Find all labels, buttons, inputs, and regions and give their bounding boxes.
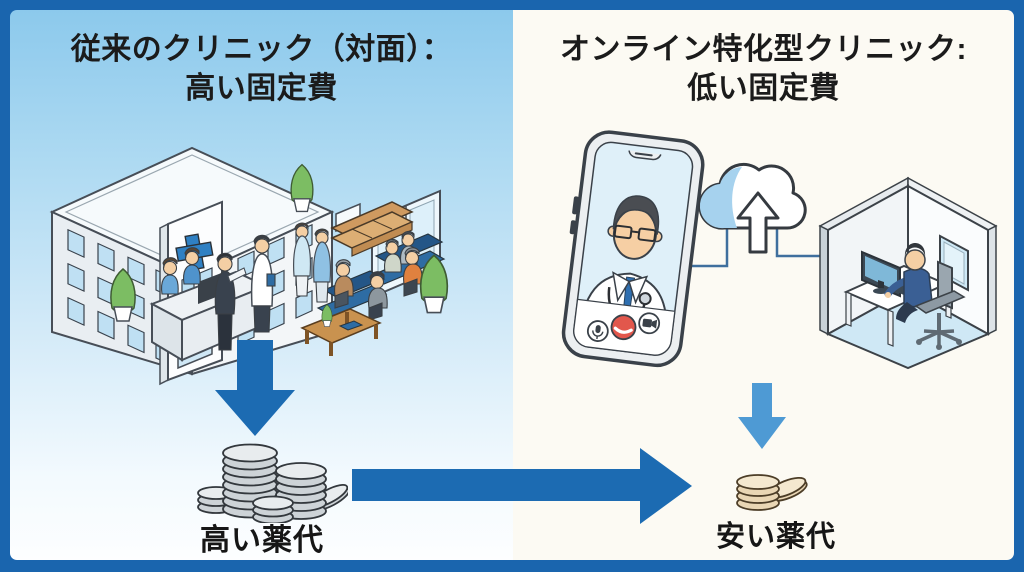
doctor-standing xyxy=(250,234,276,333)
patient-standing-suit xyxy=(214,252,247,351)
receptionist-2 xyxy=(183,247,201,285)
computer-monitor-icon xyxy=(861,250,924,298)
patient-man-orange xyxy=(403,247,423,297)
clinic-people xyxy=(161,222,332,351)
cloud-upload-icon xyxy=(698,162,807,254)
left-result-label: 高い薬代 xyxy=(200,524,324,557)
infographic-inner: 従来のクリニック（対面）： 高い固定費 オンライン特化型クリニック: 低い固定費 xyxy=(10,10,1014,560)
left-down-arrow-icon xyxy=(215,340,295,436)
waiting-room-illustration xyxy=(110,163,449,362)
home-office-illustration xyxy=(818,176,998,370)
right-result-label: 安い薬代 xyxy=(715,521,836,553)
receptionist-1 xyxy=(161,257,179,295)
patient-elderly-woman xyxy=(334,259,354,309)
magazine xyxy=(338,320,364,331)
clinic-scene-illustration xyxy=(49,146,449,386)
nurse-2 xyxy=(313,228,332,303)
phone-side-button xyxy=(572,196,579,215)
patient-man-grey xyxy=(368,271,388,321)
clipboard xyxy=(266,273,276,287)
right-title-line2: 低い固定費 xyxy=(687,72,840,105)
right-title-line1: オンライン特化型クリニック: xyxy=(560,33,967,66)
small-coin-stack-icon xyxy=(736,474,808,511)
large-coin-stacks-icon xyxy=(197,443,348,523)
document xyxy=(227,267,247,283)
up-arrow-icon xyxy=(736,191,780,254)
left-title-line1: 従来のクリニック（対面）： xyxy=(70,33,453,66)
smartphone-video-call-illustration xyxy=(561,130,705,368)
remote-worker xyxy=(884,243,966,350)
coffee-table xyxy=(300,304,382,356)
seated-patients xyxy=(334,230,423,321)
end-call-button-icon xyxy=(610,314,637,341)
right-panel-title: オンライン特化型クリニック: 低い固定費 xyxy=(513,30,1014,108)
phone-side-button-2 xyxy=(569,220,576,235)
call-controls xyxy=(586,312,661,342)
patient-on-sofa-1 xyxy=(384,238,402,273)
sofa xyxy=(330,201,414,257)
left-to-right-arrow-icon xyxy=(352,448,692,524)
glasses-icon xyxy=(613,224,657,243)
nurse-1 xyxy=(293,222,312,297)
left-panel-title: 従来のクリニック（対面）： 高い固定費 xyxy=(10,30,513,108)
left-title-line2: 高い固定費 xyxy=(185,72,338,105)
right-down-arrow-icon xyxy=(738,383,786,449)
